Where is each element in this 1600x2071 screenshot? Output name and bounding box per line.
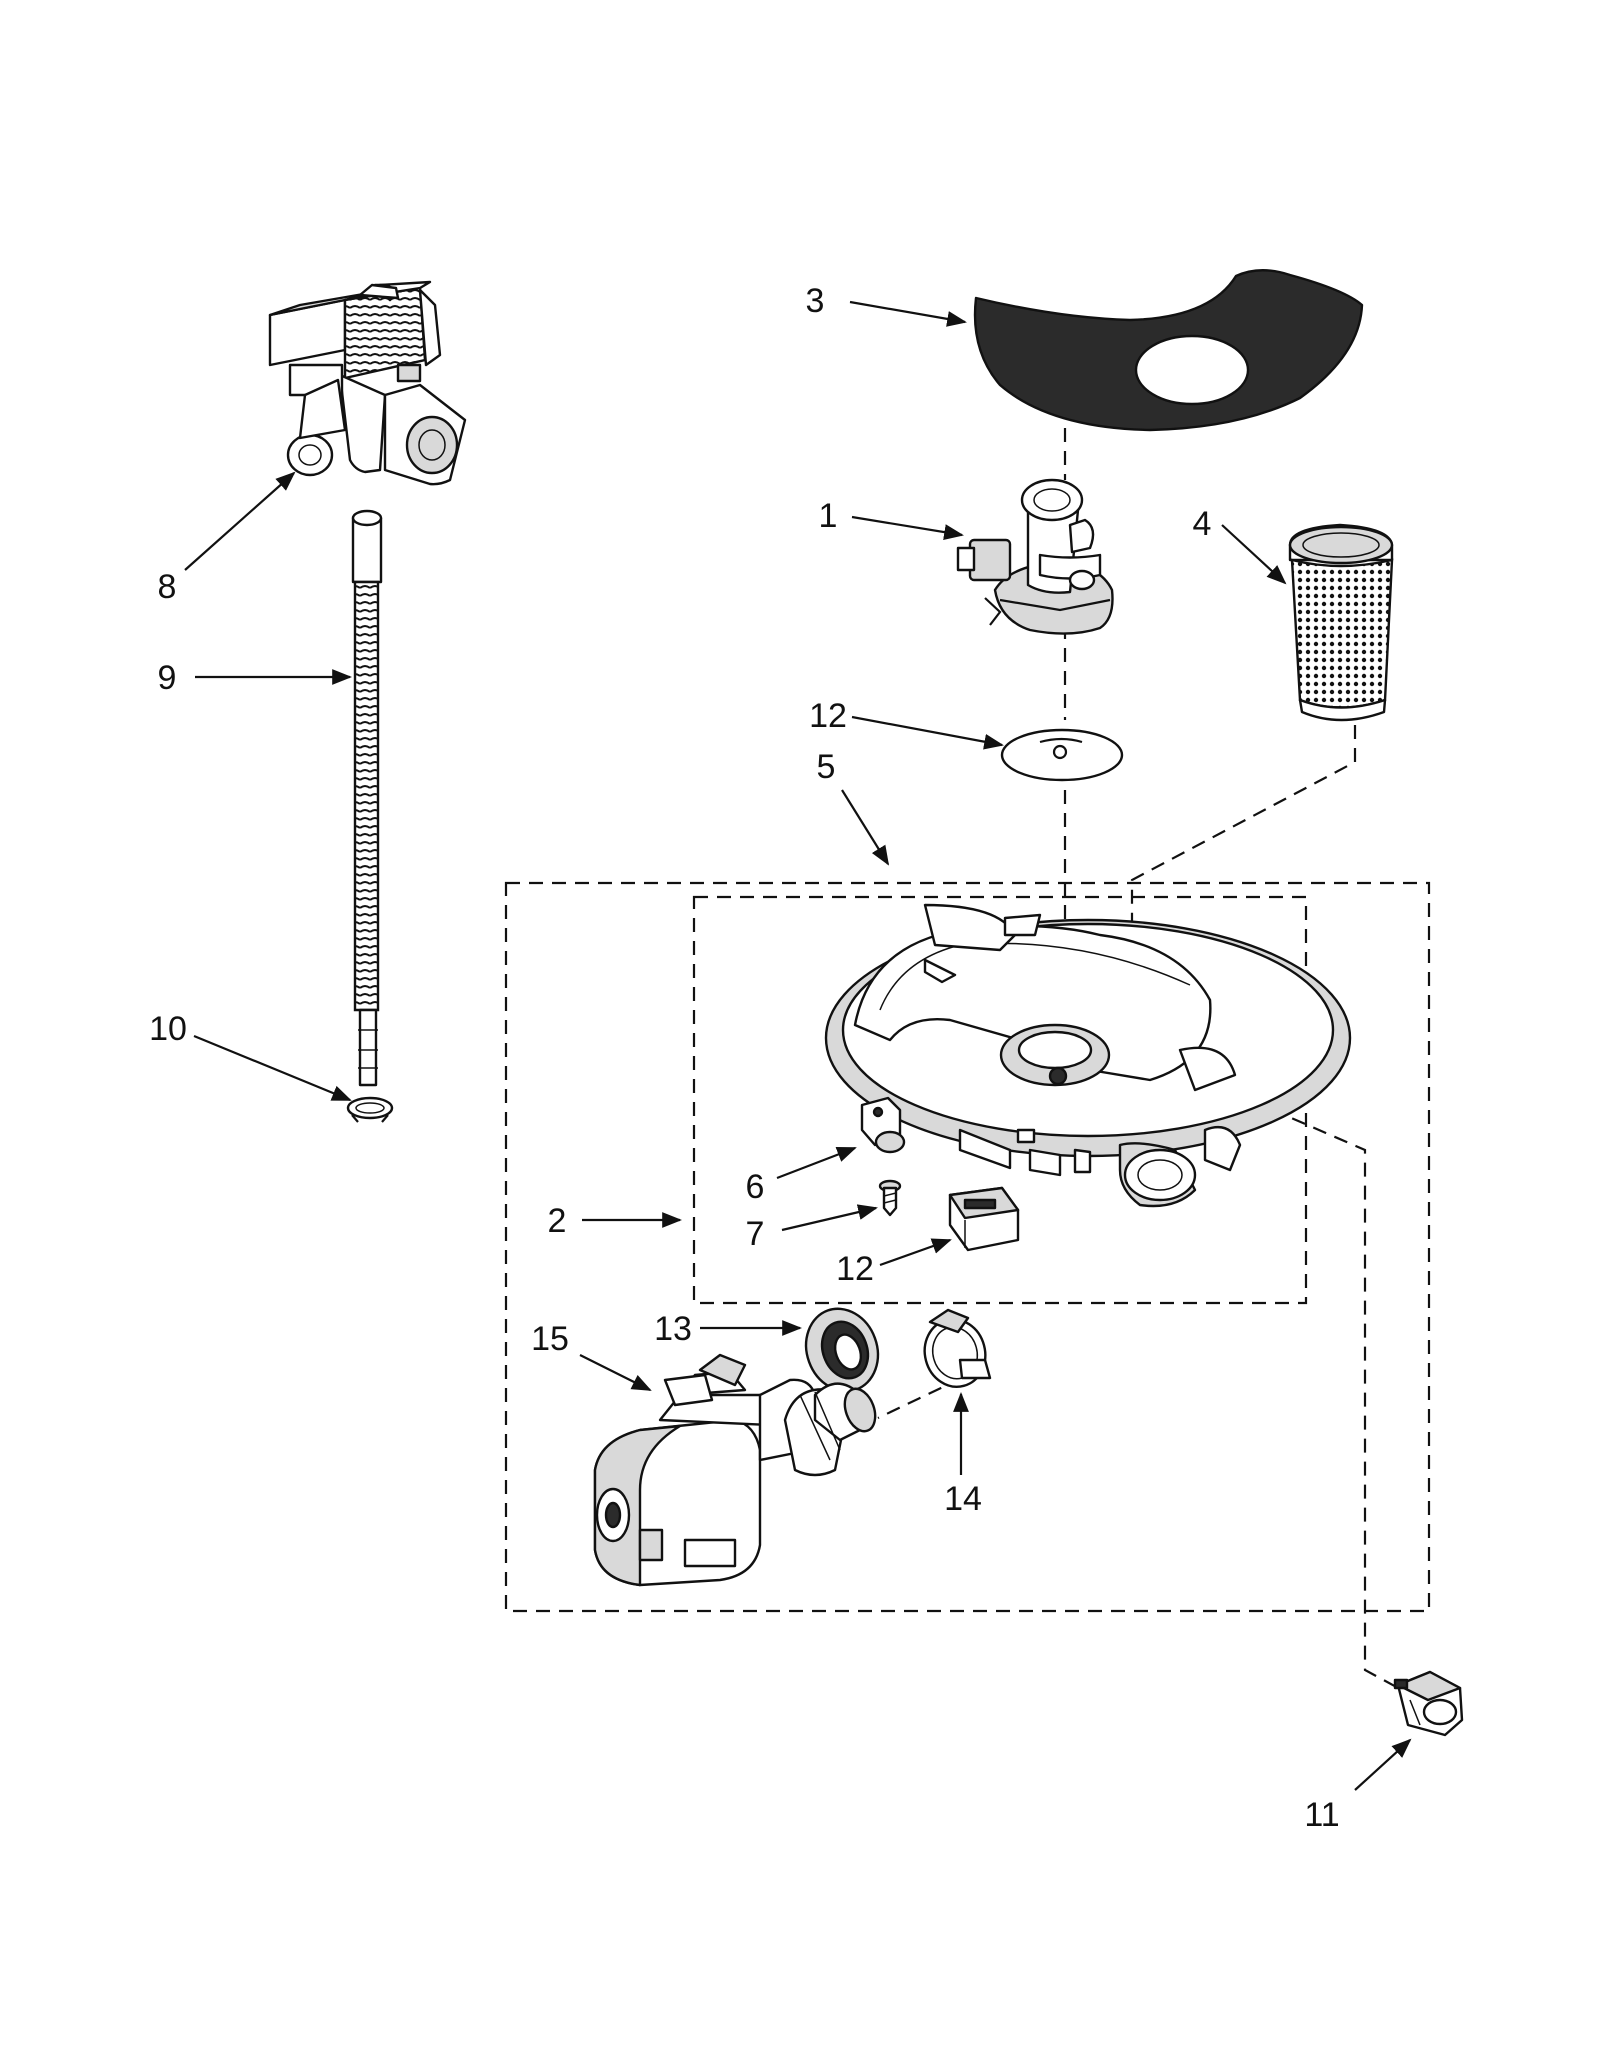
part-11-turbidity-sensor — [1393, 1670, 1464, 1737]
callout-11: 11 — [1304, 1796, 1339, 1834]
callout-5: 5 — [817, 748, 836, 786]
part-10-hose-clamp — [346, 1096, 394, 1123]
part-6-sensor — [860, 1096, 906, 1154]
part-12-grommet — [948, 1186, 1020, 1252]
callout-9: 9 — [158, 659, 177, 697]
part-9-drain-hose — [351, 509, 383, 1087]
part-8-motor — [268, 280, 467, 486]
callout-10: 10 — [149, 1010, 187, 1048]
callout-13: 13 — [654, 1310, 692, 1348]
callout-1: 1 — [819, 497, 838, 535]
callout-8: 8 — [158, 568, 177, 606]
part-2-sump-base — [824, 903, 1352, 1208]
assembly-box-5 — [504, 881, 1431, 1613]
part-13-seal-ring — [804, 1307, 880, 1393]
callout-4: 4 — [1193, 505, 1212, 543]
part-4-mesh-filter — [1288, 523, 1394, 722]
callout-12-lower: 12 — [836, 1250, 874, 1288]
callout-7: 7 — [746, 1215, 765, 1253]
leader-lines — [184, 300, 1412, 1791]
part-14-pump-clamp — [923, 1308, 992, 1388]
part-3-shield-gasket — [973, 269, 1364, 432]
callout-labels: 3 1 4 12 5 8 9 10 2 6 7 12 13 15 14 11 — [149, 282, 1340, 1834]
callout-12-upper: 12 — [809, 697, 847, 735]
part-1-diverter-valve — [956, 478, 1114, 635]
callout-15: 15 — [531, 1320, 569, 1358]
part-7-screw — [878, 1179, 902, 1217]
callout-2: 2 — [548, 1202, 567, 1240]
part-12-disc — [1000, 728, 1124, 782]
callout-14: 14 — [944, 1480, 982, 1518]
callout-6: 6 — [746, 1168, 765, 1206]
callout-3: 3 — [806, 282, 825, 320]
part-15-circulation-pump — [593, 1353, 877, 1587]
